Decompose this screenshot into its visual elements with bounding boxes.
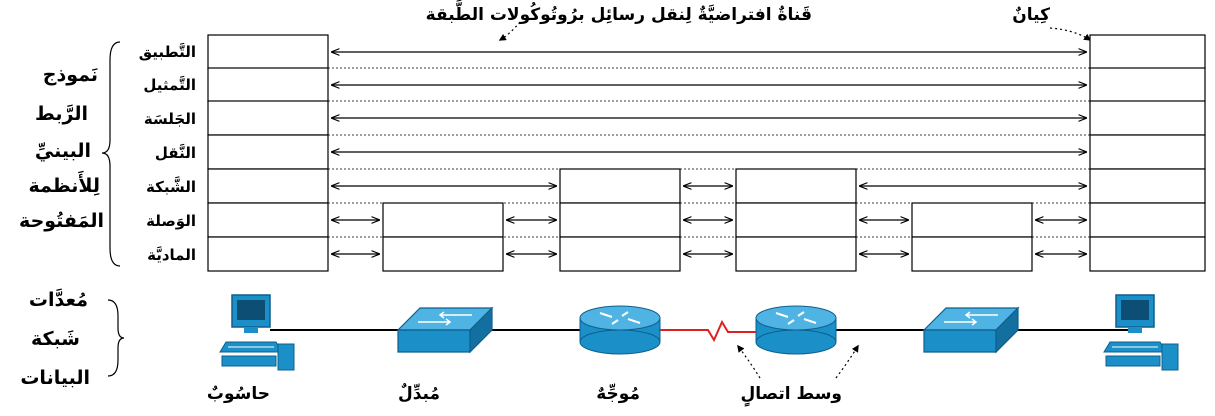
switch-left-icon	[396, 306, 494, 354]
computer-left-icon	[219, 294, 295, 371]
model-brace	[101, 41, 121, 267]
layer-labels: التَّطبيق التَّمثيل الجَلسَة النَّقل الش…	[139, 42, 196, 264]
peer-arrows-link-physical	[332, 220, 1086, 254]
device-labels: حاسُوبٌ مُبدِّلٌ مُوجِّهٌ وسط اتصالٍ	[207, 383, 842, 408]
devices-brace	[107, 299, 125, 377]
medium-pointer-arrow-right	[835, 344, 859, 379]
model-title-line-1: نَموذج	[43, 64, 98, 86]
layer-label-data-link: الوَصلة	[146, 212, 196, 230]
model-title-line-5: المَفتُوحة	[19, 210, 104, 232]
devices-title-line-3: البيانات	[20, 367, 90, 389]
router-stack-left	[559, 168, 681, 272]
model-title-line-3: البينيِّ	[35, 140, 91, 162]
layer-label-session: الجَلسَة	[144, 110, 196, 128]
model-title-line-4: لِلأَنظمة	[29, 170, 100, 197]
entity-pointer-arrow	[1049, 27, 1092, 41]
router-left-icon	[579, 305, 661, 355]
label-switch: مُبدِّلٌ	[398, 383, 440, 404]
osi-model-title: نَموذج الرَّبط البينيِّ لِلأَنظمة المَفت…	[19, 64, 104, 232]
peer-arrows-upper	[332, 52, 1086, 152]
router-stack-right	[735, 168, 857, 272]
devices-title-line-2: شَبكة	[31, 328, 80, 350]
switch-right-icon	[922, 306, 1020, 354]
network-devices-title: مُعدَّات شَبكة البيانات	[20, 289, 90, 389]
switch-stack-left	[382, 202, 504, 272]
label-router: مُوجِّهٌ	[596, 383, 640, 404]
model-title-line-2: الرَّبط	[35, 103, 88, 125]
layer-label-transport: النَّقل	[155, 143, 196, 162]
communication-medium-link	[652, 319, 770, 343]
layer-label-presentation: التَّمثيل	[143, 75, 196, 94]
switch-stack-right	[911, 202, 1033, 272]
virtual-channel-label: قَناةٌ افتراضيَّةٌ لِنقل رسائِل برُوتُوك…	[426, 0, 812, 25]
label-computer: حاسُوبٌ	[207, 384, 270, 404]
layer-label-network: الشَّبكة	[146, 175, 196, 196]
entity-label: كِيانٌ	[1012, 5, 1050, 25]
right-host-stack	[1089, 34, 1206, 272]
computer-right-icon	[1103, 294, 1179, 371]
router-right-icon	[755, 305, 837, 355]
left-host-stack	[207, 34, 329, 272]
devices-title-line-1: مُعدَّات	[29, 289, 88, 311]
medium-pointer-arrow-left	[737, 344, 761, 379]
layer-label-application: التَّطبيق	[139, 42, 196, 61]
layer-label-physical: الماديَّة	[147, 245, 196, 264]
label-medium: وسط اتصالٍ	[740, 384, 842, 408]
